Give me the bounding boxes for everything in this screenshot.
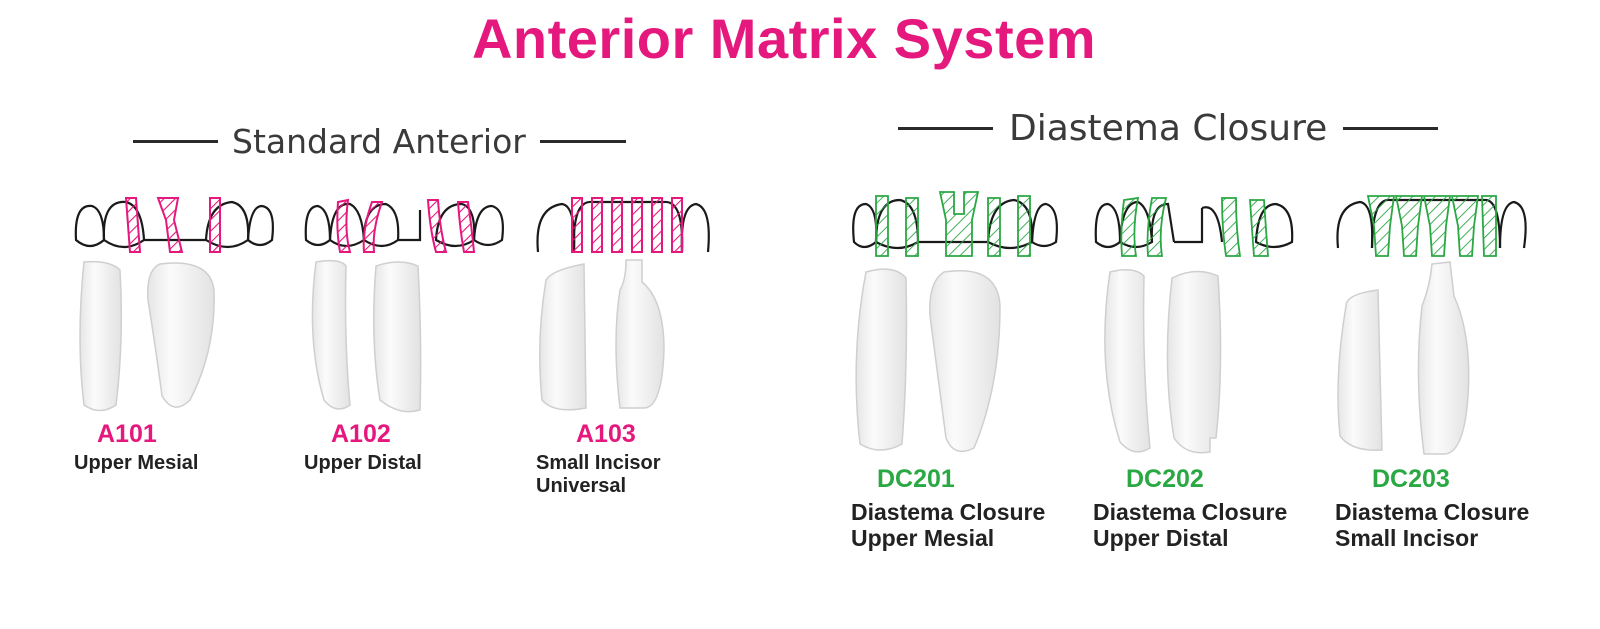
product-code: DC202	[1126, 465, 1204, 493]
divider-line	[133, 140, 218, 143]
matrix-band-illustration	[536, 197, 710, 411]
divider-line	[1343, 127, 1439, 130]
matrix-band-illustration	[74, 197, 274, 412]
section-title: Standard Anterior	[232, 122, 526, 161]
product-description: Upper Mesial	[74, 452, 199, 474]
product-dc203: DC203 Diastema Closure Small Incisor	[1332, 186, 1532, 551]
divider-line	[898, 127, 993, 130]
page-title: Anterior Matrix System	[471, 7, 1097, 70]
product-code: DC201	[877, 465, 955, 493]
product-code: A102	[331, 420, 391, 448]
matrix-band-illustration	[1336, 195, 1527, 455]
product-a103: A103 Small Incisor Universal	[532, 190, 722, 497]
product-a102: A102 Upper Distal	[300, 190, 510, 474]
product-description: Diastema Closure Upper Distal	[1093, 499, 1288, 552]
product-a101: A101 Upper Mesial	[70, 190, 280, 474]
divider-line	[539, 140, 626, 143]
product-description: Diastema Closure Small Incisor	[1335, 499, 1530, 552]
product-description: Upper Distal	[304, 452, 422, 474]
product-description: Diastema Closure Upper Mesial	[851, 499, 1046, 552]
matrix-band-illustration	[852, 191, 1058, 453]
product-description: Small Incisor Universal	[536, 452, 661, 497]
product-dc202: DC202 Diastema Closure Upper Distal	[1090, 186, 1305, 551]
matrix-band-illustration	[1094, 196, 1294, 454]
section-header-diastema-closure: Diastema Closure	[898, 108, 1439, 149]
product-code: A103	[576, 420, 636, 448]
product-code: DC203	[1372, 465, 1450, 493]
section-header-standard-anterior: Standard Anterior	[133, 122, 626, 161]
product-dc201: DC201 Diastema Closure Upper Mesial	[848, 186, 1063, 551]
matrix-band-illustration	[304, 198, 504, 413]
section-title: Diastema Closure	[1009, 108, 1328, 149]
product-code: A101	[97, 420, 157, 448]
